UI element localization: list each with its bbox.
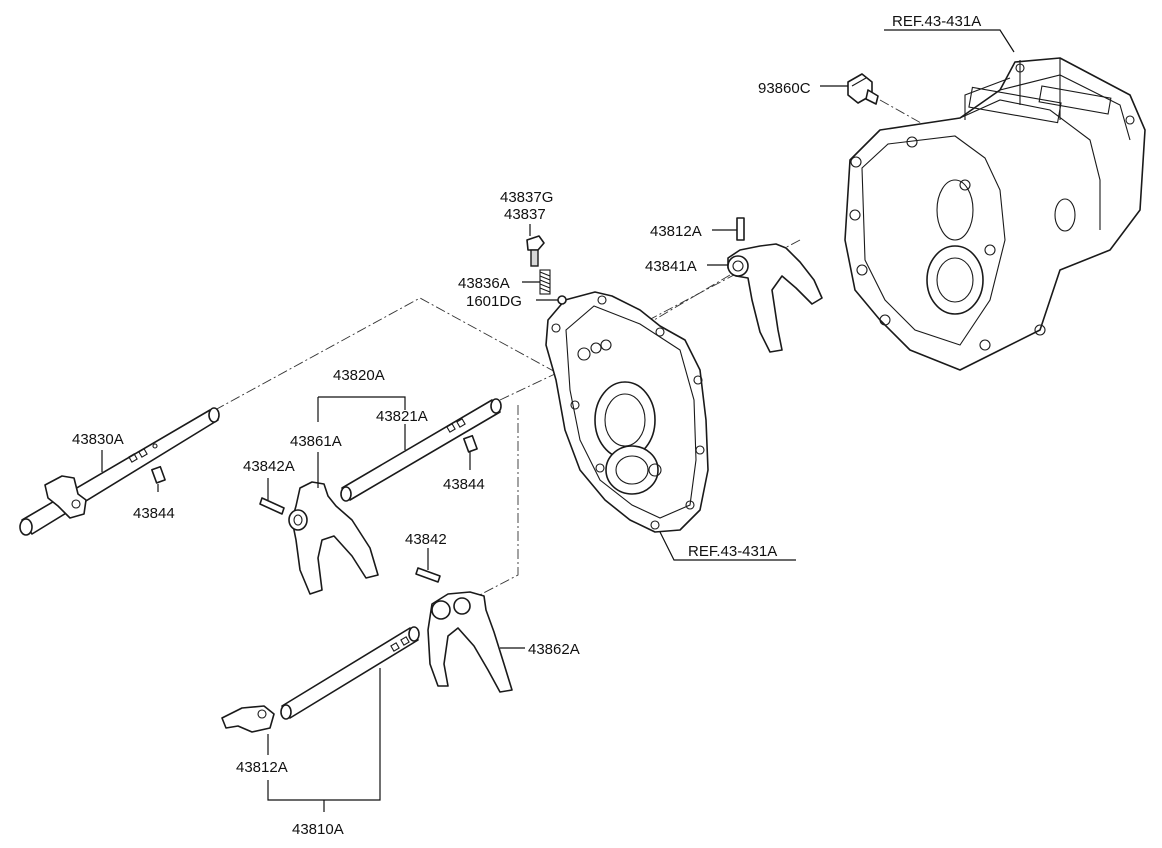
part-number-43842: 43842 <box>405 531 447 548</box>
part-number-43844-left: 43844 <box>133 505 175 522</box>
shift-rail-43830A <box>19 407 220 536</box>
part-number-43861A: 43861A <box>290 433 342 450</box>
part-number-93860C: 93860C <box>758 80 811 97</box>
part-labels: REF.43-431A 93860C 43837G 43837 43836A 1… <box>72 13 981 838</box>
sensor-switch-part <box>847 73 879 105</box>
part-number-43844-right: 43844 <box>443 476 485 493</box>
part-number-1601DG: 1601DG <box>466 293 522 310</box>
part-number-43837G: 43837G <box>500 189 553 206</box>
part-number-43810A: 43810A <box>292 821 344 838</box>
shift-fork-43841A <box>727 217 823 353</box>
part-number-43841A: 43841A <box>645 258 697 275</box>
roll-pin-43842A <box>259 497 285 515</box>
part-number-43837: 43837 <box>504 206 546 223</box>
shift-rail-43821A <box>340 398 502 502</box>
interlock-pin-right <box>463 434 478 453</box>
part-number-43812A-top: 43812A <box>650 223 702 240</box>
assembly-centerlines <box>214 99 931 601</box>
part-number-43821A: 43821A <box>376 408 428 425</box>
ref-label-mid: REF.43-431A <box>688 543 777 560</box>
shift-fork-43862A <box>427 591 513 693</box>
detent-bolt-spring-ball <box>526 235 567 305</box>
part-number-43862A: 43862A <box>528 641 580 658</box>
roll-pin-43842 <box>415 567 441 583</box>
part-number-43842A: 43842A <box>243 458 295 475</box>
part-number-43820A: 43820A <box>333 367 385 384</box>
part-number-43812A-bottom: 43812A <box>236 759 288 776</box>
ref-label-top: REF.43-431A <box>892 13 981 30</box>
leader-lines <box>101 29 1015 812</box>
part-number-43830A: 43830A <box>72 431 124 448</box>
shift-fork-43861A <box>288 481 379 595</box>
shift-rail-43810A <box>221 626 420 733</box>
interlock-pin-left <box>151 465 166 484</box>
intermediate-plate <box>545 291 709 533</box>
transmission-case <box>844 57 1146 371</box>
part-number-43836A: 43836A <box>458 275 510 292</box>
